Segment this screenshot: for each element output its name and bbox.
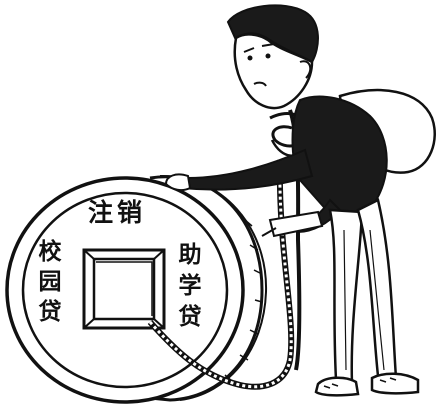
coin-right-inscription: 助 学 贷 bbox=[178, 242, 202, 330]
coin-left-inscription: 校 园 贷 bbox=[38, 239, 62, 325]
figure-icon bbox=[164, 4, 436, 397]
coin-top-inscription: 注销 bbox=[88, 198, 147, 227]
coin-icon bbox=[5, 174, 268, 404]
